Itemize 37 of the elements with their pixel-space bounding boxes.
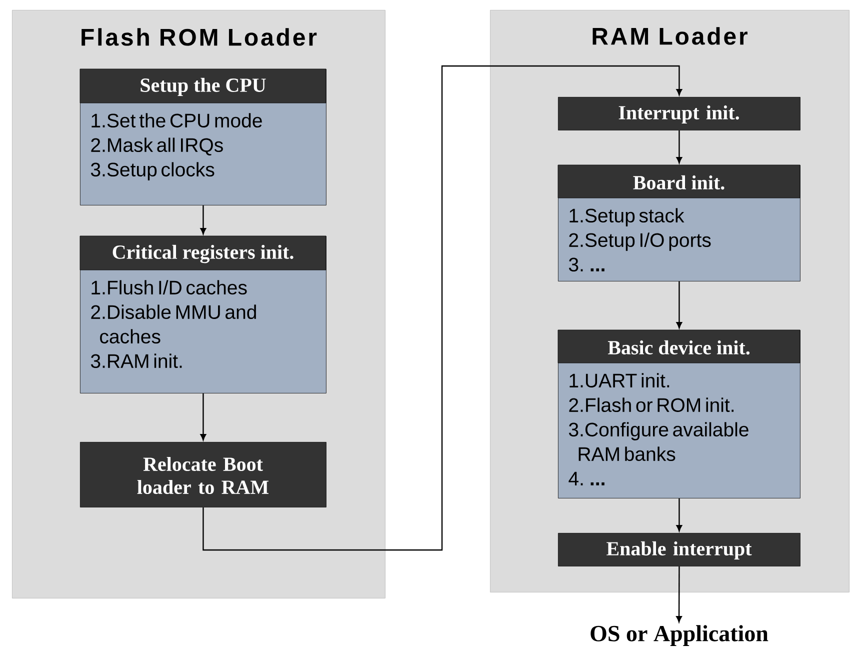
box-heading: Basic device init. [608,340,750,355]
list-item: 3.RAM init. [90,354,182,368]
list-item: 2.Setup I/O ports [569,232,711,251]
arrow [676,566,682,622]
list-item: 2.Disable MMU and caches [91,304,256,344]
list-item: 3.Setup clocks [90,162,214,180]
arrow [202,65,682,551]
box-heading: Board init. [633,175,724,190]
process-box [558,532,800,566]
list-item: 2.Mask all IRQs [91,138,223,156]
panel-title: RAM Loader [592,27,748,45]
process-box [80,236,326,394]
arrow [676,281,682,328]
list-item: 3. ... [568,258,604,272]
list-item: 2.Flash or ROM init. [569,398,734,412]
list-item: 1.Set the CPU mode [92,113,262,128]
box-heading: Relocate Boot loader to RAM [137,456,269,494]
box-heading: Critical registers init. [112,244,294,264]
arrow [676,498,682,532]
process-box [558,164,800,282]
arrow [200,393,206,440]
box-heading: Enable interrupt [606,541,752,560]
arrow [200,205,206,234]
list-item: 1.UART init. [570,373,670,388]
process-box [80,442,326,508]
list-item: 1.Flush I/D caches [92,280,247,294]
end-label: OS or Application [590,625,768,646]
process-box [80,68,326,206]
process-box [558,330,800,498]
arrow [676,130,682,164]
box-heading: Setup the CPU [140,78,266,96]
process-box [558,96,800,130]
list-item: 3.Configure available RAM banks [568,422,748,461]
list-item: 1.Setup stack [570,208,684,226]
box-heading: Interrupt init. [618,105,739,124]
panel-title: Flash ROM Loader [82,28,317,46]
list-item: 4. ... [568,472,604,486]
